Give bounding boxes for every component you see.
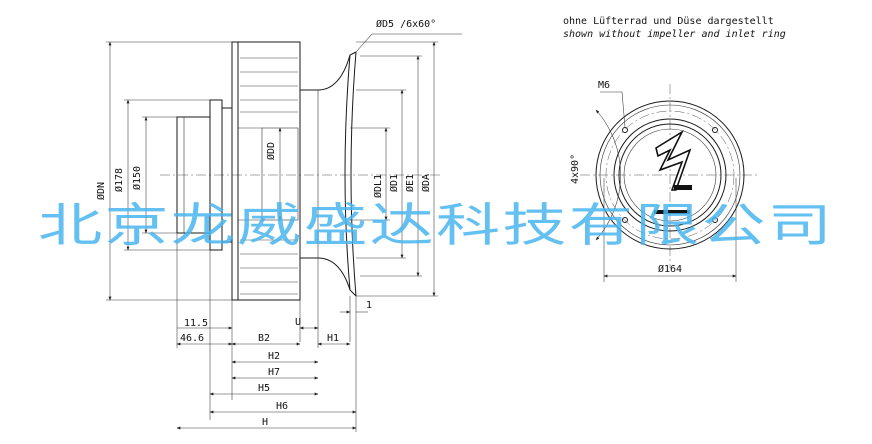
dim-b2: B2 <box>258 333 270 344</box>
dim-h2: H2 <box>268 351 280 362</box>
dim-d178: Ø178 <box>113 168 125 192</box>
side-view-dimensions <box>106 33 462 432</box>
watermark-text: 北京龙威盛达科技有限公司 <box>38 198 834 252</box>
note-english: shown without impeller and inlet ring <box>563 29 786 40</box>
dim-one: 1 <box>366 300 372 311</box>
dim-h6: H6 <box>276 401 288 412</box>
blade-hatching <box>240 57 298 295</box>
rotor-body <box>231 41 301 301</box>
motor-hub <box>176 116 211 234</box>
note-german: ohne Lüfterrad und Düse dargestellt <box>563 16 774 27</box>
dim-m6: M6 <box>598 80 610 91</box>
dim-h1: H1 <box>327 333 339 344</box>
manufacturer-logo <box>654 129 692 214</box>
dim-dd: ØDD <box>265 142 277 160</box>
dim-h7: H7 <box>268 367 280 378</box>
motor-outer <box>613 118 727 232</box>
dim-46-6: 46.6 <box>180 333 204 344</box>
dim-11-5: 11.5 <box>184 318 208 329</box>
front-view-labels: M6 4x90° Ø164 <box>570 80 682 275</box>
bolt-circle <box>605 110 735 240</box>
dim-e1: ØE1 <box>404 174 416 192</box>
dim-d164: Ø164 <box>658 263 682 275</box>
dim-dn: ØDN <box>95 182 107 200</box>
side-view <box>160 41 440 301</box>
notes: ohne Lüfterrad und Düse dargestellt show… <box>563 16 786 40</box>
dim-d150: Ø150 <box>131 166 143 190</box>
side-view-labels: ØD5 /6x60° ØDN Ø178 Ø150 ØDD ØDL1 ØD1 ØE… <box>95 18 436 428</box>
dim-d5: ØD5 /6x60° <box>376 18 436 30</box>
bolt-holes <box>622 127 718 223</box>
dim-h: H <box>262 417 268 428</box>
dim-angle: 4x90° <box>570 154 581 184</box>
dim-h5: H5 <box>258 383 270 394</box>
dim-dl1: ØDL1 <box>372 174 384 198</box>
dim-u: U <box>295 317 301 328</box>
logo-mark-icon <box>655 129 692 191</box>
dim-da: ØDA <box>420 174 432 192</box>
front-view <box>580 84 760 282</box>
dim-d1: ØD1 <box>388 174 400 192</box>
